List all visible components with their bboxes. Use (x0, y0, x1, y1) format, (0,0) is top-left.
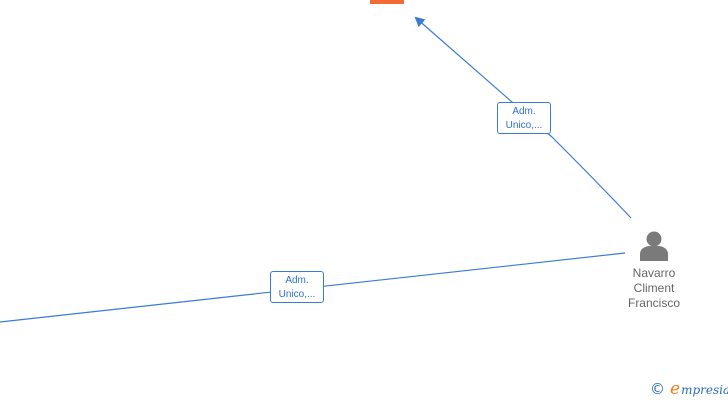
building-icon (370, 0, 404, 4)
edge-label[interactable]: Adm. Unico,... (270, 271, 324, 303)
edge-label-detail: Unico,... (278, 289, 316, 300)
brand-rest: mpresia (681, 383, 728, 397)
edge-label[interactable]: Adm. Unico,... (497, 102, 551, 134)
copyright-icon: © (650, 380, 665, 398)
person-name-line: Navarro (632, 266, 676, 280)
person-name-line: Climent (633, 281, 675, 295)
edge-person-to-company (414, 16, 632, 219)
person-name-line: Francisco (627, 296, 680, 310)
person-icon (640, 231, 668, 261)
edge-label-detail: Unico,... (505, 120, 543, 131)
company-node[interactable] (370, 0, 404, 11)
person-node[interactable]: Navarro Climent Francisco (612, 231, 696, 311)
person-name: Navarro Climent Francisco (612, 266, 696, 311)
watermark: © empresia (650, 379, 728, 399)
brand-initial: e (670, 379, 681, 399)
edge-label-role: Adm. (512, 106, 536, 117)
brand-logo: empresia (670, 379, 728, 399)
edge-label-role: Adm. (285, 275, 309, 286)
